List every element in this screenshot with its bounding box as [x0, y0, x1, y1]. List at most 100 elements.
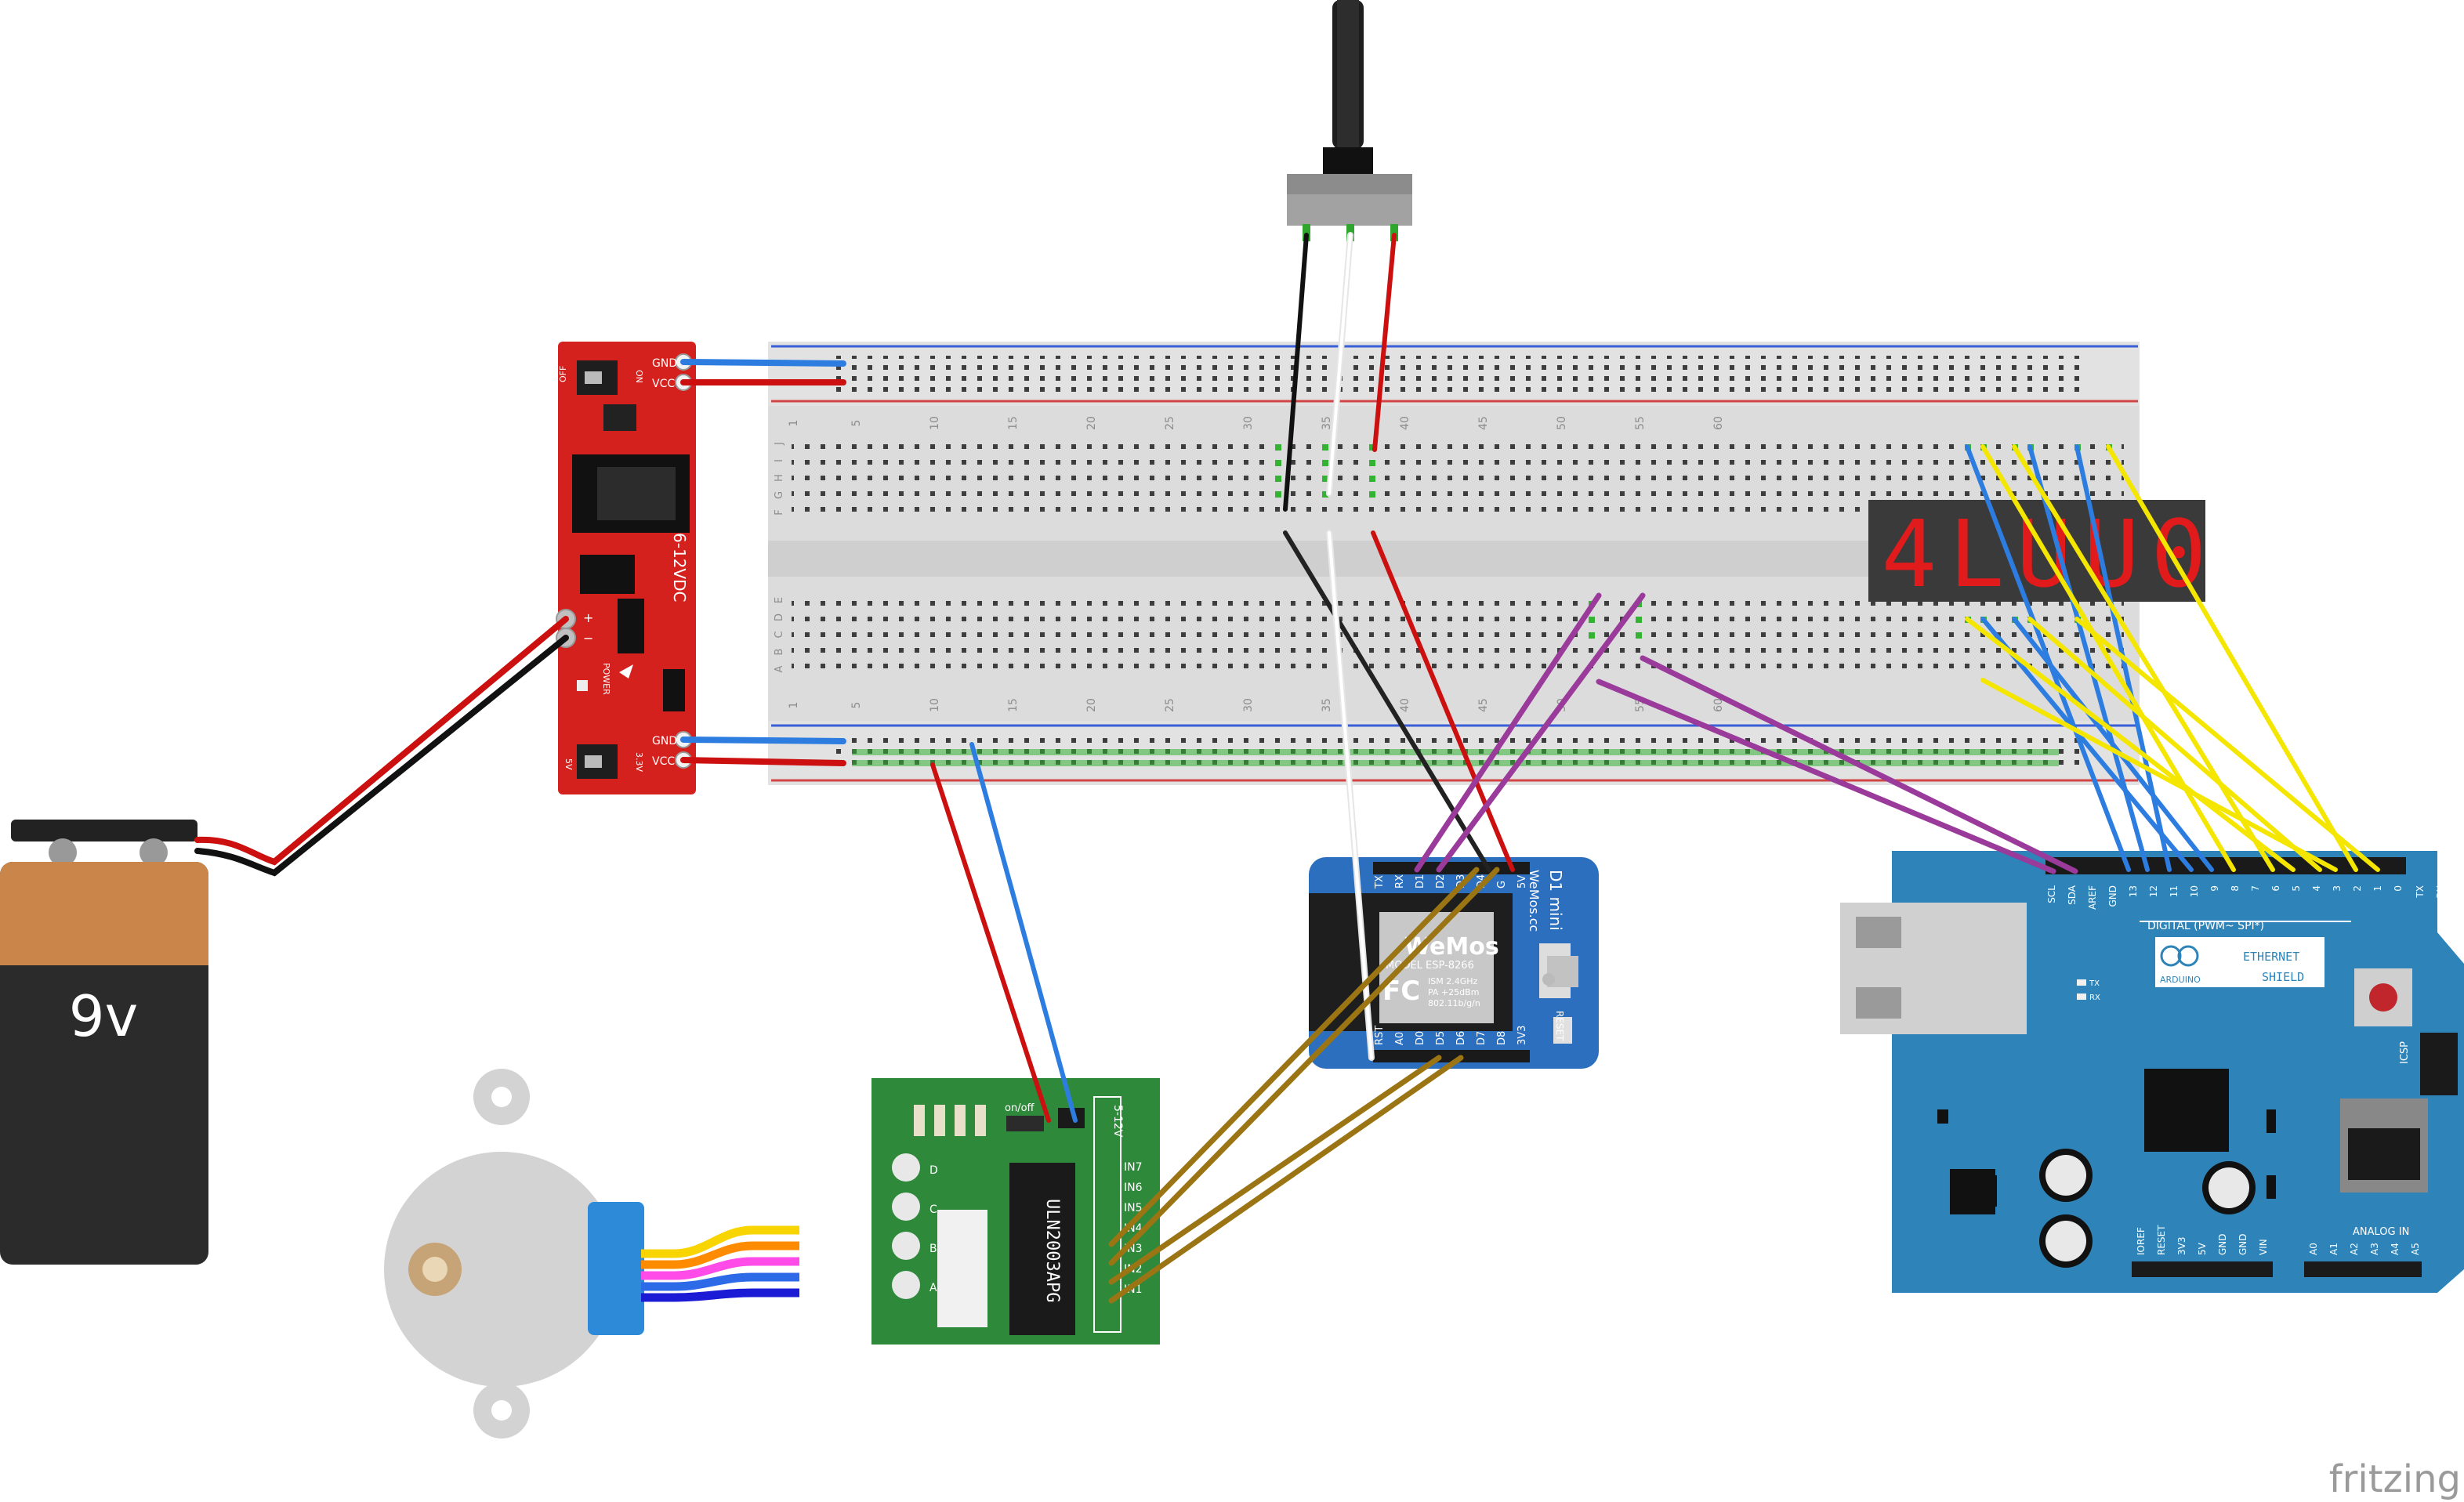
wemos-top-pin-D1: D1	[1415, 874, 1426, 889]
breadboard-row-F: F	[774, 509, 785, 515]
wemos-bottom-pin-D8: D8	[1496, 1031, 1508, 1045]
wire-display-yellow-6	[2074, 617, 2380, 872]
breadboard-col-top-55: 55	[1634, 416, 1647, 430]
arduino-analog-pin-A2: A2	[2349, 1243, 2360, 1255]
wire-driver-in4	[1108, 867, 1480, 1247]
pm-bottom-pin-gnd: GND	[652, 735, 677, 747]
pm-plus: +	[583, 610, 593, 625]
wire-arduino-scl	[1596, 679, 2056, 874]
pot-body	[1287, 174, 1412, 196]
breadboard-col-bottom-60: 60	[1712, 698, 1725, 712]
driver-switch-label: on/off	[1005, 1102, 1035, 1114]
shield-text1: ETHERNET	[2243, 950, 2299, 964]
breadboard-col-bottom-35: 35	[1321, 698, 1333, 712]
breadboard-col-top-10: 10	[929, 416, 941, 430]
breadboard-col-bottom-20: 20	[1085, 698, 1098, 712]
motor-cable	[641, 1225, 799, 1302]
arduino-dpin-GND: GND	[2107, 885, 2118, 907]
wemos-bottom-pin-D6: D6	[1455, 1031, 1467, 1045]
driver-input-IN6: IN6	[1124, 1182, 1143, 1194]
arduino-brand: ARDUINO	[2160, 975, 2201, 985]
arduino-dpin-3: 3	[2332, 885, 2343, 892]
wire-driver-in3	[1108, 867, 1500, 1266]
fritzing-watermark: fritzing	[2329, 1457, 2461, 1501]
rx-led-label: RX	[2089, 993, 2100, 1002]
arduino-power-pin-GND: GND	[2217, 1233, 2228, 1255]
wire-battery-black	[194, 635, 569, 877]
arduino-power-pin-5V: 5V	[2197, 1242, 2208, 1255]
icsp-header	[2420, 1033, 2458, 1095]
breadboard-col-bottom-25: 25	[1164, 698, 1176, 712]
wire-pm-top-gnd	[680, 359, 846, 367]
arduino-rx-label: RX	[2435, 885, 2446, 899]
pm-bottom-5v: 5V	[563, 758, 574, 770]
breadboard-col-bottom-1: 1	[788, 702, 800, 709]
wire-display-blue-2	[2027, 444, 2150, 872]
arduino-analog-pin-A3: A3	[2369, 1243, 2380, 1255]
shield-logo-box	[2155, 937, 2324, 987]
wemos-top-pin-TX: TX	[1374, 875, 1386, 889]
battery-cap	[11, 820, 197, 841]
arduino-power-pin-VIN: VIN	[2258, 1239, 2269, 1255]
wire-wemos-d1	[1414, 592, 1602, 873]
display-digit-0: 4	[1881, 500, 1937, 608]
pm-minus: −	[583, 631, 593, 646]
breadboard-row-G: G	[774, 491, 785, 499]
wemos-top-pin-RX: RX	[1394, 874, 1406, 889]
wire-pm-bottom-gnd	[680, 737, 846, 744]
arduino-dpin-9: 9	[2209, 885, 2220, 892]
pm-bottom-pin-vcc: VCC	[652, 755, 675, 768]
power-header	[2132, 1261, 2273, 1277]
breadboard-row-D: D	[774, 613, 785, 621]
arduino-power-pin-GND: GND	[2238, 1233, 2248, 1255]
wire-arduino-sda	[1640, 655, 2078, 874]
wemos-bottom-pin-RST: RST	[1374, 1026, 1386, 1045]
wemos-spec3: 802.11b/g/n	[1428, 998, 1480, 1008]
wemos-bottom-pin-3V3: 3V3	[1516, 1026, 1528, 1045]
breadboard-col-bottom-45: 45	[1477, 698, 1490, 712]
wemos-reset-button[interactable]	[1553, 1017, 1572, 1044]
wemos-name: D1 mini	[1546, 870, 1565, 931]
breadboard-col-top-30: 30	[1242, 416, 1255, 430]
driver-led-b: B	[929, 1243, 937, 1255]
wire-display-yellow-2	[2012, 444, 2275, 872]
shield-text2: SHIELD	[2262, 970, 2304, 984]
uln2003-driver-board: on/off 5-12V D C B A ULN2003APG IN7IN6IN…	[871, 1078, 1160, 1345]
driver-input-IN7: IN7	[1124, 1161, 1143, 1174]
breadboard-col-top-25: 25	[1164, 416, 1176, 430]
breadboard-col-top-5: 5	[850, 420, 863, 427]
driver-onoff-switch[interactable]	[1006, 1116, 1044, 1131]
wire-pot-white	[1328, 233, 1352, 495]
arduino-dpin-0: 0	[2393, 885, 2404, 892]
breadboard-col-top-15: 15	[1007, 416, 1020, 430]
battery-label: 9v	[69, 983, 138, 1049]
icsp-label: ICSP	[2399, 1041, 2411, 1064]
wire-display-yellow-5	[2027, 617, 2322, 872]
breadboard-row-J: J	[774, 442, 785, 446]
arduino-analog-pin-A0: A0	[2308, 1243, 2319, 1255]
wemos-spec2: PA +25dBm	[1428, 987, 1479, 997]
arduino-analog-pin-A1: A1	[2328, 1243, 2339, 1255]
breadboard-col-top-60: 60	[1712, 416, 1725, 430]
pm-top-pin-gnd: GND	[652, 357, 677, 370]
arduino-dpin-8: 8	[2230, 885, 2241, 892]
stepper-motor	[384, 1069, 644, 1439]
analog-label: ANALOG IN	[2353, 1226, 2409, 1238]
pm-led-label: POWER	[601, 663, 611, 695]
pm-voltage-label: 6-12VDC	[670, 533, 689, 602]
wire-battery-red	[194, 616, 569, 866]
wire-driver-vcc	[930, 762, 1051, 1123]
breadboard-col-top-35: 35	[1321, 416, 1333, 430]
wemos-bottom-pin-D7: D7	[1476, 1031, 1487, 1045]
breadboard-row-H: H	[774, 474, 785, 482]
arduino-dpin-13: 13	[2128, 885, 2139, 897]
breadboard-row-E: E	[774, 597, 785, 603]
wire-wemos-5v	[1371, 530, 1515, 872]
driver-input-IN5: IN5	[1124, 1202, 1143, 1214]
arduino-dpin-SCL: SCL	[2046, 885, 2057, 903]
breadboard-col-top-50: 50	[1556, 416, 1568, 430]
breadboard-col-bottom-10: 10	[929, 698, 941, 712]
